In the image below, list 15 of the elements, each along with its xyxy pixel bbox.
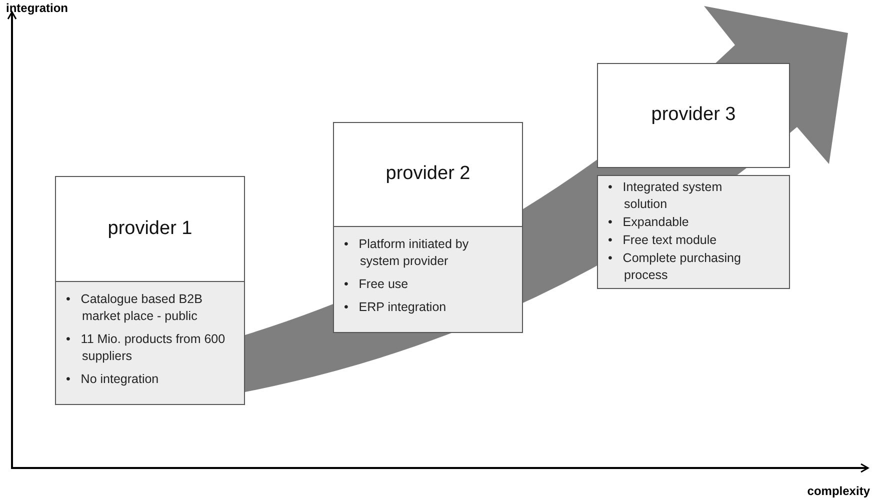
bullet-item: • Catalogue based B2B market place - public [66,291,204,325]
provider-header-box: provider 2 [333,122,523,227]
bullet-item: • Complete purchasing process [608,250,742,284]
provider-header-box: provider 3 [597,63,790,168]
axis-label: complexity [807,483,870,500]
bullet-item: • ERP integration [344,299,448,316]
provider-header-box: provider 1 [55,176,245,282]
bullet-item: • Integrated system solution [608,179,724,213]
bullet-item: • Free text module [608,232,718,249]
bullet-item: • 11 Mio. products from 600 suppliers [66,331,226,365]
bullet-item: • Expandable [608,214,690,231]
axis-label: integration [6,0,68,17]
bullet-item: • Free use [344,276,410,293]
bullet-item: • Platform initiated by system provider [344,236,470,270]
bullet-item: • No integration [66,371,160,388]
